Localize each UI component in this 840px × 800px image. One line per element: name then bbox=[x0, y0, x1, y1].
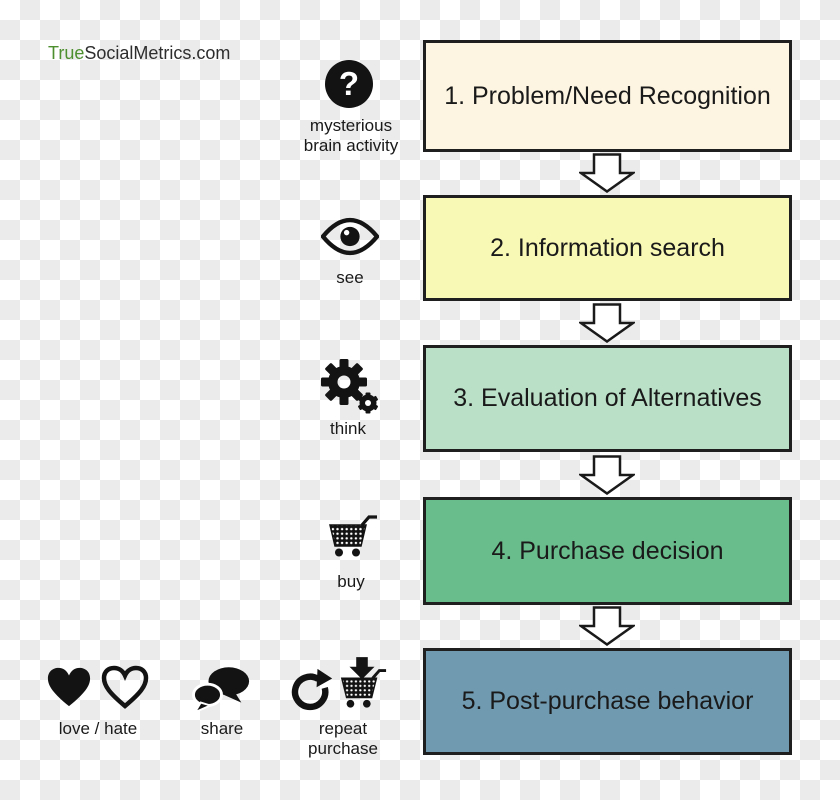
logo-brand-dark: SocialMetrics.com bbox=[84, 43, 231, 63]
shopping-cart-icon bbox=[329, 515, 377, 557]
stage-2-label: 2. Information search bbox=[490, 233, 725, 262]
heart-outline-icon bbox=[101, 665, 149, 709]
repeat-circular-arrow-icon bbox=[291, 668, 333, 711]
gears-icon bbox=[321, 359, 378, 414]
stage-3-caption: think bbox=[330, 419, 366, 438]
stage-box-3: 3. Evaluation of Alternatives bbox=[423, 345, 792, 452]
stage-4-caption: buy bbox=[337, 572, 365, 591]
repeat-purchase-caption: repeat purchase bbox=[308, 719, 378, 759]
down-arrow-icon bbox=[579, 153, 635, 193]
question-mark-circle-icon: ? bbox=[325, 60, 373, 108]
love-hate-caption: love / hate bbox=[58, 719, 138, 738]
share-caption: share bbox=[200, 719, 244, 738]
stage-2-caption: see bbox=[336, 268, 364, 287]
stage-4-label: 4. Purchase decision bbox=[491, 536, 724, 565]
stage-1-caption: mysterious brain activity bbox=[303, 116, 399, 156]
stage-3-label: 3. Evaluation of Alternatives bbox=[453, 384, 762, 412]
question-glyph: ? bbox=[338, 65, 360, 102]
heart-filled-icon bbox=[47, 667, 91, 707]
down-arrow-icon bbox=[579, 303, 635, 343]
stage-box-2: 2. Information search bbox=[423, 195, 792, 301]
stage-5-label: 5. Post-purchase behavior bbox=[461, 687, 754, 715]
eye-icon bbox=[321, 217, 379, 256]
down-arrow-icon bbox=[579, 455, 635, 495]
speech-bubbles-icon bbox=[192, 667, 250, 715]
stage-box-1: 1. Problem/Need Recognition bbox=[423, 40, 792, 152]
repeat-purchase-cart-icon bbox=[340, 657, 387, 708]
stage-box-5: 5. Post-purchase behavior bbox=[423, 648, 792, 755]
down-arrow-icon bbox=[579, 606, 635, 646]
site-logo: TrueSocialMetrics.com bbox=[48, 43, 230, 64]
stage-box-4: 4. Purchase decision bbox=[423, 497, 792, 605]
logo-brand-green: True bbox=[48, 43, 85, 63]
stage-1-label: 1. Problem/Need Recognition bbox=[444, 81, 771, 110]
